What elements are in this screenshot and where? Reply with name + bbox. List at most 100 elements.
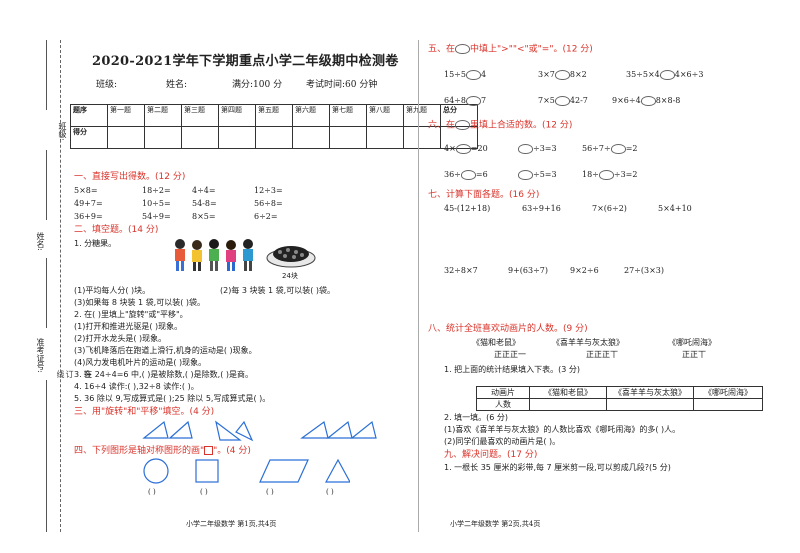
blank-heart-icon[interactable] bbox=[518, 170, 533, 180]
s2-q2: 2. 在( )里填上"旋转"或"平移"。 bbox=[74, 310, 188, 319]
s8-tally: 正正正丅 bbox=[586, 350, 618, 359]
s7-item: 7×(6÷2) bbox=[592, 204, 627, 213]
blank-heart-icon[interactable] bbox=[598, 170, 614, 180]
s1-item: 54-8= bbox=[192, 199, 217, 208]
binding-class-label: 班级: bbox=[58, 122, 67, 141]
blank-heart-icon[interactable] bbox=[610, 144, 626, 154]
stats-cell: 《猫和老鼠》 bbox=[529, 386, 607, 399]
blank-heart-icon[interactable] bbox=[455, 144, 471, 154]
child-figure-icon bbox=[226, 240, 236, 271]
blank-heart-icon[interactable] bbox=[554, 70, 570, 80]
score-blank[interactable] bbox=[218, 126, 256, 149]
blank-heart-icon bbox=[455, 44, 471, 54]
score-cell: 第六题 bbox=[292, 104, 330, 127]
s7-item: 9+(63÷7) bbox=[508, 266, 549, 275]
stats-blank[interactable] bbox=[606, 398, 694, 411]
section2-heading: 二、填空题。(14 分) bbox=[74, 225, 159, 235]
s4-blank[interactable]: ( ) bbox=[200, 488, 208, 496]
s4-blank[interactable]: ( ) bbox=[326, 488, 334, 496]
candy-plate-icon bbox=[266, 246, 316, 268]
stats-table-count-row: 人数 bbox=[476, 398, 763, 411]
score-cell: 第五题 bbox=[255, 104, 293, 127]
child-figure-icon bbox=[175, 239, 185, 271]
children-illustration-icon bbox=[175, 239, 253, 271]
section7-heading: 七、计算下面各题。(16 分) bbox=[428, 190, 540, 200]
score-cell: 第七题 bbox=[329, 104, 367, 127]
s7-item: 9×2÷6 bbox=[570, 266, 599, 275]
footer-right: 小学二年级数学 第2页,共4页 bbox=[450, 520, 541, 528]
s2-q1-line1: (1)平均每人分( )块。 bbox=[74, 286, 151, 295]
stats-cell: 人数 bbox=[476, 398, 530, 411]
score-blank[interactable] bbox=[181, 126, 219, 149]
flag-triangle-icon bbox=[350, 420, 377, 439]
s2-q2-2: (2)打开水龙头是( )现象。 bbox=[74, 334, 167, 343]
s8-q1: 1. 把上面的统计结果填入下表。(3 分) bbox=[444, 365, 581, 374]
s8-tally: 正正正一 bbox=[494, 350, 526, 359]
s1-item: 4÷4= bbox=[192, 186, 216, 195]
binding-line-top bbox=[46, 40, 47, 110]
s8-show: 《喜羊羊与灰太狼》 bbox=[552, 338, 624, 347]
s7-item: 63÷9+16 bbox=[522, 204, 561, 213]
score-blank[interactable] bbox=[329, 126, 367, 149]
section6-heading-post: 里填上合适的数。(12 分) bbox=[470, 120, 573, 131]
candy-count-label: 24块 bbox=[282, 272, 298, 280]
score-cell: 得分 bbox=[70, 126, 108, 149]
s1-item: 36+9= bbox=[74, 212, 103, 221]
score-blank[interactable] bbox=[366, 126, 404, 149]
child-figure-icon bbox=[243, 239, 253, 271]
s2-q2-4: (4)风力发电机叶片的运动是( )现象。 bbox=[74, 358, 207, 367]
s7-item: 45-(12+18) bbox=[444, 204, 491, 213]
s4-blank[interactable]: ( ) bbox=[266, 488, 274, 496]
stats-table: 动画片 《猫和老鼠》 《喜羊羊与灰太狼》 《哪吒闹海》 人数 bbox=[476, 386, 763, 411]
blank-heart-icon[interactable] bbox=[465, 70, 481, 80]
score-blank[interactable] bbox=[292, 126, 330, 149]
section6-heading: 六、在里填上合适的数。(12 分) bbox=[428, 120, 572, 132]
flag-triangle-icon bbox=[168, 420, 193, 439]
stats-cell: 动画片 bbox=[476, 386, 530, 399]
s2-q5: 5. 36 除以 9,写成算式是( );25 除以 5,写成算式是( )。 bbox=[74, 394, 271, 403]
circle-shape-icon bbox=[143, 458, 169, 484]
score-table-score-row: 得分 bbox=[70, 126, 478, 149]
binding-line-bottom bbox=[46, 380, 47, 532]
s8-q2-2: (2)同学们最喜欢的动画片是( )。 bbox=[444, 437, 561, 446]
s4-blank[interactable]: ( ) bbox=[148, 488, 156, 496]
s2-q3: 3. 在 24÷4=6 中,( )是被除数,( )是除数,( )是商。 bbox=[74, 370, 254, 379]
s8-tally: 正正丅 bbox=[682, 350, 706, 359]
blank-heart-icon[interactable] bbox=[518, 144, 533, 154]
blank-heart-icon[interactable] bbox=[640, 96, 656, 106]
blank-heart-icon[interactable] bbox=[460, 170, 476, 180]
s6-item: 18÷÷3=2 bbox=[582, 170, 638, 180]
page-title: 2020-2021学年下学期重点小学二年级期中检测卷 bbox=[92, 54, 399, 69]
blank-heart-icon[interactable] bbox=[465, 96, 481, 106]
blank-heart-icon[interactable] bbox=[554, 96, 570, 106]
s7-item: 27÷(3×3) bbox=[624, 266, 665, 275]
s2-q2-1: (1)打开和推进光驱是( )现象。 bbox=[74, 322, 183, 331]
stats-blank[interactable] bbox=[693, 398, 763, 411]
square-shape-icon bbox=[195, 459, 219, 483]
s6-item: 56÷7÷=2 bbox=[582, 144, 638, 154]
s1-item: 12÷3= bbox=[254, 186, 283, 195]
s1-item: 18÷2= bbox=[142, 186, 171, 195]
flag-triangle-icon bbox=[215, 420, 242, 441]
score-blank[interactable] bbox=[144, 126, 182, 149]
flag-triangle-icon bbox=[300, 420, 329, 439]
info-class: 班级: bbox=[96, 80, 118, 90]
s1-item: 5×8= bbox=[74, 186, 98, 195]
score-blank[interactable] bbox=[255, 126, 293, 149]
s6-item: 36÷=6 bbox=[444, 170, 488, 180]
section9-heading: 九、解决问题。(17 分) bbox=[444, 450, 538, 460]
s1-item: 6÷2= bbox=[254, 212, 278, 221]
child-figure-icon bbox=[209, 239, 219, 271]
s7-item: 32÷8×7 bbox=[444, 266, 478, 275]
stats-blank[interactable] bbox=[529, 398, 607, 411]
section8-heading: 八、统计全班喜欢动画片的人数。(9 分) bbox=[428, 324, 588, 334]
blank-heart-icon bbox=[455, 120, 471, 130]
section1-heading: 一、直接写出得数。(12 分) bbox=[74, 172, 186, 182]
blank-heart-icon[interactable] bbox=[659, 70, 675, 80]
section5-heading-post: 中填上">""<"或"="。(12 分) bbox=[470, 44, 593, 55]
score-cell: 第八题 bbox=[366, 104, 404, 127]
score-blank[interactable] bbox=[107, 126, 145, 149]
score-cell: 第四题 bbox=[218, 104, 256, 127]
